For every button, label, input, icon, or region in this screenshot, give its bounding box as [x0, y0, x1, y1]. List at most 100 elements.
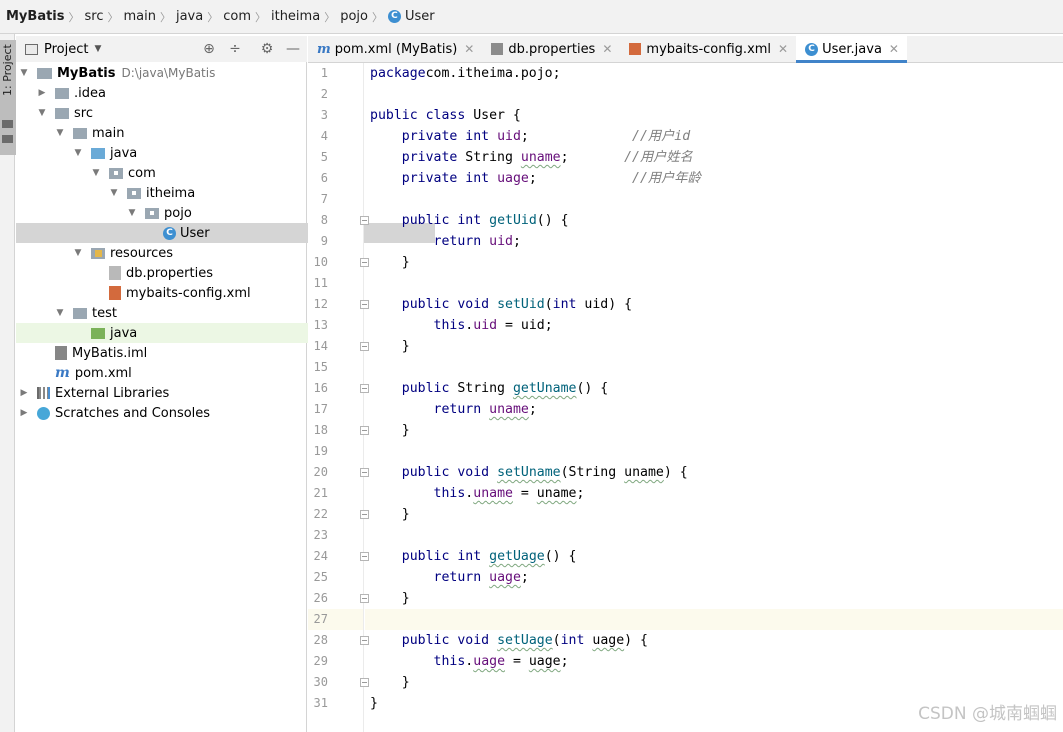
code-token: String: [449, 381, 513, 396]
tree-item-resources[interactable]: ▼resources: [16, 243, 363, 263]
code-token: [370, 402, 434, 417]
line-number: 24: [313, 549, 328, 563]
chevron-down-icon[interactable]: ▼: [94, 44, 102, 54]
fold-marker-icon[interactable]: [360, 216, 369, 225]
tree-item-external-libraries[interactable]: ▶External Libraries: [16, 383, 309, 403]
chevron-down-icon[interactable]: ▼: [128, 208, 136, 218]
code-token: ;: [560, 654, 569, 669]
chevron-down-icon[interactable]: ▼: [56, 128, 64, 138]
code-token: ;: [528, 402, 537, 417]
fold-marker-icon[interactable]: [360, 426, 369, 435]
code-editor[interactable]: packagecom.itheima.pojo;public class Use…: [365, 63, 1063, 732]
fold-marker-icon[interactable]: [360, 678, 369, 687]
chevron-down-icon[interactable]: ▼: [74, 148, 82, 158]
chevron-down-icon[interactable]: ▼: [56, 308, 64, 318]
code-line: }: [370, 252, 410, 273]
tree-item-main[interactable]: ▼ main: [16, 123, 345, 143]
code-token: private int: [401, 171, 490, 186]
code-token: [370, 465, 402, 480]
chevron-down-icon[interactable]: ▼: [38, 108, 46, 118]
close-icon[interactable]: ✕: [464, 42, 475, 56]
tree-item-db-properties[interactable]: db.properties: [16, 263, 381, 283]
code-token: = uid;: [497, 318, 553, 333]
code-token: getUid: [489, 213, 537, 228]
code-token: [370, 570, 434, 585]
tree-item-src[interactable]: ▼src: [16, 103, 327, 123]
chevron-right-icon[interactable]: ▶: [20, 408, 28, 418]
close-icon[interactable]: ✕: [778, 42, 789, 56]
chevron-down-icon[interactable]: ▼: [20, 68, 28, 78]
tree-item-java[interactable]: java: [16, 323, 363, 343]
breadcrumb-item-pojo[interactable]: pojo〉: [340, 9, 388, 25]
fold-marker-icon[interactable]: [360, 468, 369, 477]
chevron-down-icon[interactable]: ▼: [110, 188, 118, 198]
chevron-right-icon[interactable]: ▶: [38, 88, 46, 98]
code-line: }: [370, 504, 410, 525]
tree-item-mybatis-iml[interactable]: MyBatis.iml: [16, 343, 327, 363]
tree-item-com[interactable]: ▼com: [16, 163, 381, 183]
iml-file-icon: [55, 346, 67, 360]
breadcrumb-item-main[interactable]: main〉: [123, 9, 175, 25]
tree-item-itheima[interactable]: ▼itheima: [16, 183, 399, 203]
code-token: int: [552, 297, 577, 312]
chevron-right-icon[interactable]: ▶: [20, 388, 28, 398]
line-number: 28: [313, 633, 328, 647]
close-icon[interactable]: ✕: [602, 42, 613, 56]
collapse-all-icon[interactable]: ÷: [229, 41, 241, 57]
chevron-down-icon[interactable]: ▼: [92, 168, 100, 178]
code-token: public: [401, 381, 450, 396]
code-line: public void setUid(int uid) {: [370, 294, 632, 315]
fold-marker-icon[interactable]: [360, 636, 369, 645]
fold-marker-icon[interactable]: [360, 258, 369, 267]
code-token: [481, 549, 489, 564]
code-token: package: [370, 66, 426, 81]
minimize-icon[interactable]: —: [286, 41, 300, 57]
breadcrumb-item-itheima[interactable]: itheima〉: [271, 9, 340, 25]
code-token: setUid: [497, 297, 545, 312]
fold-marker-icon[interactable]: [360, 384, 369, 393]
breadcrumb-item-com[interactable]: com〉: [223, 9, 271, 25]
project-view-selector[interactable]: Project: [44, 41, 89, 57]
fold-marker-icon[interactable]: [360, 552, 369, 561]
folder-icon: [73, 307, 87, 319]
code-token: .: [465, 654, 474, 669]
tree-item-test[interactable]: ▼test: [16, 303, 345, 323]
line-number: 30: [313, 675, 328, 689]
breadcrumb-item-mybatis[interactable]: MyBatis〉: [6, 9, 85, 25]
code-line: packagecom.itheima.pojo;: [370, 63, 561, 84]
tree-item-idea[interactable]: ▶.idea: [16, 83, 327, 103]
tree-item-java[interactable]: ▼java: [16, 143, 363, 163]
code-token: }: [370, 255, 410, 270]
code-token: ;: [528, 171, 633, 186]
breadcrumb-separator-icon: 〉: [324, 10, 336, 24]
tree-item-label: Scratches and Consoles: [55, 405, 211, 421]
breadcrumb-item-java[interactable]: java〉: [176, 9, 223, 25]
tree-item-mybaits-config-xml[interactable]: mybaits-config.xml: [16, 283, 381, 303]
code-token: uid: [497, 129, 521, 144]
fold-marker-icon[interactable]: [360, 342, 369, 351]
watermark: CSDN @城南蝈蝈: [918, 704, 1057, 724]
package-icon: [109, 167, 123, 179]
locate-icon[interactable]: ⊕: [203, 41, 215, 57]
breadcrumb-item-src[interactable]: src〉: [85, 9, 124, 25]
close-icon[interactable]: ✕: [888, 42, 899, 56]
fold-marker-icon[interactable]: [360, 594, 369, 603]
tab-db-properties[interactable]: db.properties✕: [482, 36, 620, 62]
chevron-down-icon[interactable]: ▼: [74, 248, 82, 258]
code-line: public void setUage(int uage) {: [370, 630, 648, 651]
fold-marker-icon[interactable]: [360, 510, 369, 519]
project-tool-window-label[interactable]: 1: Project: [1, 44, 14, 96]
tree-item-scratches-and-consoles[interactable]: ▶ Scratches and Consoles: [16, 403, 309, 423]
tree-item-pojo[interactable]: ▼pojo: [16, 203, 417, 223]
gear-icon[interactable]: ⚙: [260, 41, 274, 57]
code-token: this: [433, 654, 466, 669]
tab-mybaits-config-xml[interactable]: mybaits-config.xml✕: [620, 36, 796, 62]
code-token: com.itheima.pojo;: [425, 66, 561, 81]
tree-item-label: main: [92, 125, 125, 141]
fold-marker-icon[interactable]: [360, 300, 369, 309]
